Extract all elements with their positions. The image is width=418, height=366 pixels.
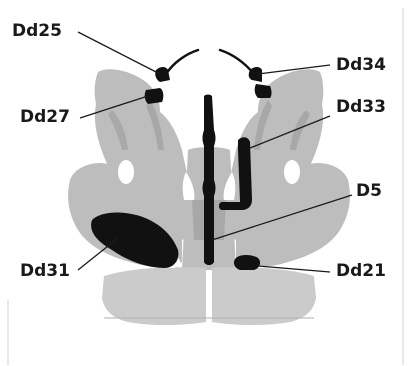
horn-right [220,50,254,74]
hole-left [118,160,134,184]
label-dd33: Dd33 [336,97,386,117]
label-dd31: Dd31 [20,261,70,281]
label-dd34: Dd34 [336,55,386,75]
dd25-area [155,67,170,82]
inkblot-lower-right [212,267,316,325]
label-dd25: Dd25 [12,21,62,41]
hole-right [284,160,300,184]
label-dd27: Dd27 [20,107,70,127]
inkblot-lower-section [102,267,316,325]
horn-left [166,50,198,74]
label-dd21: Dd21 [336,261,386,281]
inkblot-horns [166,50,254,74]
inkblot-lower-left [102,267,206,325]
right-small-detail [255,84,272,98]
leader-dd25 [78,32,160,74]
label-d5: D5 [356,181,382,201]
dd21-area [234,255,260,270]
